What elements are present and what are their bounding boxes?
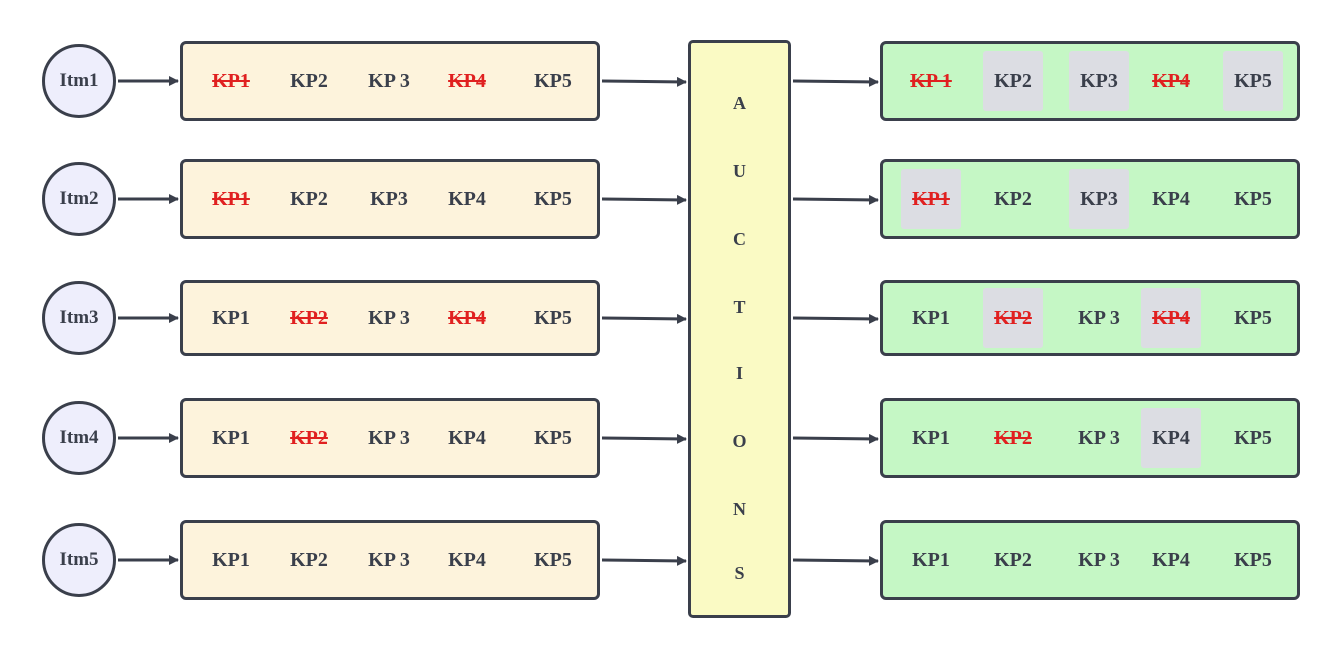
bid-kp-label: KP4 (448, 188, 486, 210)
bid-kp-label: KP1 (212, 427, 250, 449)
auctions-letter: C (733, 229, 746, 249)
bid-to-auction-arrow (601, 313, 687, 324)
bid-kp-label: KP2 (290, 70, 328, 92)
bid-kp-label: KP4 (448, 549, 486, 571)
bid-box-1: KP1 KP2 KP 3 KP4 KP5 (180, 41, 600, 121)
result-kp-label: KP2 (994, 307, 1032, 329)
bid-kp-label: KP 3 (368, 307, 410, 329)
result-kp-label: KP4 (1152, 188, 1190, 210)
result-kp-label: KP2 (994, 70, 1032, 92)
won-highlight (1141, 288, 1201, 348)
item-node-2: Itm2 (42, 162, 116, 236)
result-kp-label: KP 3 (1078, 427, 1120, 449)
bid-kp-label: KP 3 (368, 70, 410, 92)
auctions-letter: U (733, 161, 746, 181)
bid-kp-label: KP1 (212, 188, 250, 210)
bid-kp-label: KP3 (370, 188, 408, 210)
bid-kp-label: KP2 (290, 307, 328, 329)
result-kp-label: KP4 (1152, 427, 1190, 449)
auction-to-result-arrow (792, 555, 879, 566)
result-kp-label: KP5 (1234, 188, 1272, 210)
bid-kp-label: KP5 (534, 188, 572, 210)
bid-kp-label: KP5 (534, 70, 572, 92)
auctions-box: A U C T I O N S (688, 40, 791, 618)
bid-kp-label: KP5 (534, 549, 572, 571)
auctions-letter: N (733, 499, 746, 519)
won-highlight (1069, 51, 1129, 111)
result-kp-label: KP1 (912, 427, 950, 449)
bid-kp-label: KP5 (534, 427, 572, 449)
bid-kp-label: KP4 (448, 307, 486, 329)
bid-box-3: KP1 KP2 KP 3 KP4 KP5 (180, 280, 600, 356)
auction-to-result-arrow (792, 76, 879, 87)
auctions-letter: O (732, 431, 747, 451)
result-kp-label: KP5 (1234, 549, 1272, 571)
result-kp-label: KP3 (1080, 188, 1118, 210)
bid-to-auction-arrow (601, 76, 687, 87)
result-kp-label: KP2 (994, 188, 1032, 210)
bid-kp-label: KP4 (448, 70, 486, 92)
result-kp-label: KP4 (1152, 70, 1190, 92)
won-highlight (901, 169, 961, 229)
auction-to-result-arrow (792, 194, 879, 205)
bid-kp-label: KP1 (212, 70, 250, 92)
result-kp-label: KP4 (1152, 549, 1190, 571)
result-kp-label: KP1 (912, 307, 950, 329)
won-highlight (983, 288, 1043, 348)
item-node-4: Itm4 (42, 401, 116, 475)
result-kp-label: KP2 (994, 427, 1032, 449)
result-kp-label: KP2 (994, 549, 1032, 571)
result-box-2: KP1 KP2 KP3 KP4 KP5 (880, 159, 1300, 239)
bid-kp-label: KP 3 (368, 549, 410, 571)
item-node-1: Itm1 (42, 44, 116, 118)
result-box-3: KP1 KP2 KP 3 KP4 KP5 (880, 280, 1300, 356)
bid-kp-label: KP2 (290, 427, 328, 449)
bid-box-5: KP1 KP2 KP 3 KP4 KP5 (180, 520, 600, 600)
auctions-letter: I (735, 363, 743, 383)
auctions-letter: A (733, 93, 746, 113)
bid-to-auction-arrow (601, 555, 687, 566)
bid-kp-label: KP1 (212, 307, 250, 329)
item-node-5: Itm5 (42, 523, 116, 597)
item-node-3: Itm3 (42, 281, 116, 355)
result-kp-label: KP3 (1080, 70, 1118, 92)
auction-to-result-arrow (792, 313, 879, 324)
result-kp-label: KP1 (912, 188, 950, 210)
result-kp-label: KP5 (1234, 307, 1272, 329)
bid-box-4: KP1 KP2 KP 3 KP4 KP5 (180, 398, 600, 478)
won-highlight (1223, 51, 1283, 111)
bid-kp-label: KP5 (534, 307, 572, 329)
auction-to-result-arrow (792, 433, 879, 444)
result-kp-label: KP 3 (1078, 307, 1120, 329)
result-kp-label: KP 3 (1078, 549, 1120, 571)
bid-kp-label: KP1 (212, 549, 250, 571)
result-kp-label: KP4 (1152, 307, 1190, 329)
bid-kp-label: KP2 (290, 188, 328, 210)
result-box-5: KP1 KP2 KP 3 KP4 KP5 (880, 520, 1300, 600)
auctions-letter: S (734, 563, 745, 583)
bid-kp-label: KP 3 (368, 427, 410, 449)
result-box-1: KP 1 KP2 KP3 KP4 KP5 (880, 41, 1300, 121)
won-highlight (1141, 408, 1201, 468)
bid-box-2: KP1 KP2 KP3 KP4 KP5 (180, 159, 600, 239)
result-kp-label: KP 1 (910, 70, 952, 92)
won-highlight (1069, 169, 1129, 229)
bid-to-auction-arrow (601, 194, 687, 205)
result-kp-label: KP5 (1234, 70, 1272, 92)
result-box-4: KP1 KP2 KP 3 KP4 KP5 (880, 398, 1300, 478)
auctions-letter: T (733, 297, 746, 317)
result-kp-label: KP1 (912, 549, 950, 571)
won-highlight (983, 51, 1043, 111)
bid-to-auction-arrow (601, 433, 687, 444)
result-kp-label: KP5 (1234, 427, 1272, 449)
bid-kp-label: KP4 (448, 427, 486, 449)
bid-kp-label: KP2 (290, 549, 328, 571)
